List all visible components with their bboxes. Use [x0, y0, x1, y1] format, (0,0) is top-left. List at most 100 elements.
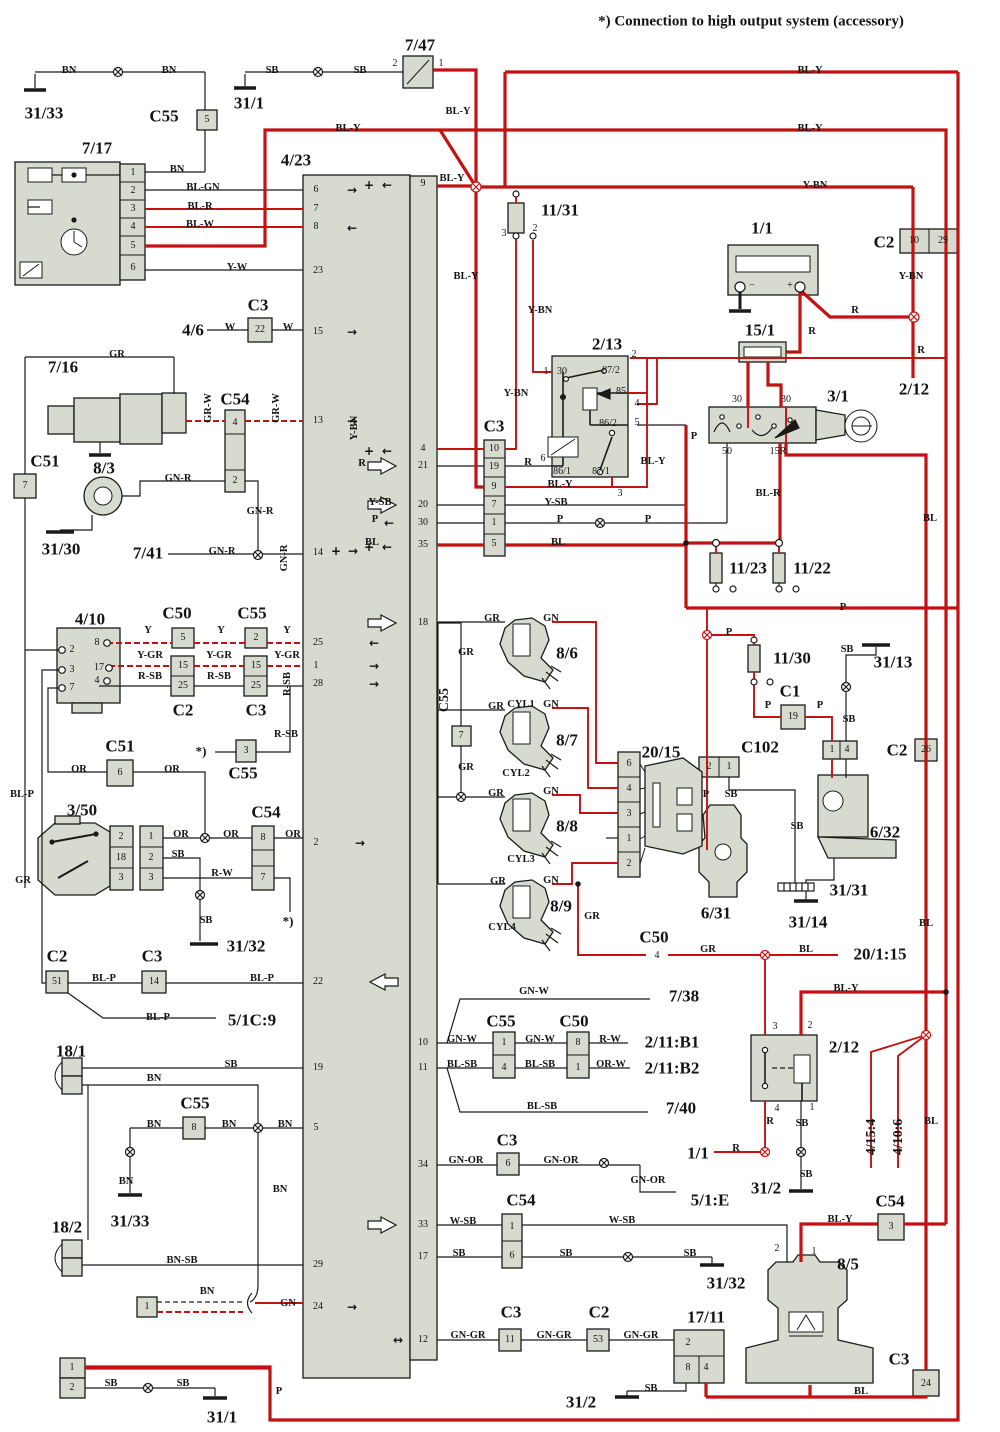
pin-number-3: 3	[69, 664, 75, 675]
pin-number-1: 1	[811, 1246, 817, 1257]
wire-label-w-sb: W-SB	[449, 1215, 477, 1227]
wires-red-dashed	[107, 420, 303, 1313]
wire-label-r: R	[766, 1115, 774, 1127]
wire-label-bl-gn: BL-GN	[186, 181, 220, 193]
pin-number-8: 8	[191, 1122, 197, 1133]
wire-label-r: R	[524, 456, 532, 468]
wire-label-sb: SB	[171, 848, 185, 860]
component-label-31-13: 31/13	[873, 652, 913, 672]
component-label-31-31: 31/31	[829, 880, 869, 900]
pin-number-10: 10	[909, 235, 919, 246]
pin-number-1: 1	[809, 1102, 815, 1113]
component-label-c3: C3	[245, 700, 267, 720]
wire-label-r-sb: R-SB	[138, 670, 162, 682]
component-label-11-23: 11/23	[729, 558, 767, 578]
component-label-2-12: 2/12	[898, 379, 930, 399]
pin-number-4: 4	[844, 744, 850, 755]
component-label-7-16: 7/16	[47, 357, 79, 377]
box-dividers	[22, 59, 930, 1383]
pin-number-4: 4	[626, 783, 632, 794]
pin-number-86-1: 86/1	[553, 466, 571, 477]
pin-number-2: 2	[130, 185, 136, 196]
wire-label-bl-sb: BL-SB	[446, 1058, 478, 1070]
wire-label-bl-p: BL-P	[250, 972, 274, 984]
component-label-c2: C2	[886, 740, 908, 760]
component-label-2-12: 2/12	[828, 1037, 860, 1057]
component-label-17-11: 17/11	[687, 1307, 725, 1327]
component-label-c3: C3	[496, 1130, 518, 1150]
pin-number-26: 26	[921, 744, 931, 755]
wire-label-or: OR	[164, 763, 180, 775]
wire-label-bl: BL	[918, 917, 934, 929]
pin-number-12: 12	[418, 1334, 428, 1345]
pin-number-2: 2	[69, 1382, 75, 1393]
component-label-7-47: 7/47	[404, 35, 436, 55]
direction-arrow-: ←	[381, 540, 393, 554]
direction-arrow-: →	[368, 677, 380, 691]
wire-label-gn-w: GN-W	[447, 1033, 477, 1045]
wire-label-sb: SB	[683, 1247, 697, 1259]
junction-dots	[49, 172, 949, 995]
pin-number-15: 15	[251, 660, 261, 671]
component-label-8-3: 8/3	[93, 458, 115, 478]
pin-number-2: 2	[706, 761, 712, 772]
wire-label-r-sb: R-SB	[207, 670, 231, 682]
wire-label-gn: GN	[543, 785, 559, 797]
wire-label-sb: SB	[265, 64, 279, 76]
pin-number-14: 14	[149, 976, 159, 987]
component-label-6-32: 6/32	[869, 822, 901, 842]
pin-number-3: 3	[626, 808, 632, 819]
pin-number-6: 6	[509, 1250, 515, 1261]
wire-label-gr: GR	[109, 348, 125, 360]
component-label-c51: C51	[105, 736, 135, 756]
wire-label-bl-p: BL-P	[10, 788, 34, 800]
pin-number-4: 4	[501, 1062, 507, 1073]
pin-number-2: 2	[118, 831, 124, 842]
wire-label-r-w: R-W	[599, 1033, 621, 1045]
pin-number-5: 5	[130, 240, 136, 251]
pin-number-1: 1	[829, 744, 835, 755]
pin-number-1: 1	[148, 831, 154, 842]
pin-number-2: 2	[631, 349, 637, 360]
wire-label-bn: BN	[272, 1183, 288, 1195]
pin-number-20: 20	[418, 499, 428, 510]
component-label-31-2: 31/2	[565, 1392, 597, 1412]
wire-label-cyl4: CYL4	[488, 921, 516, 933]
pin-number-3: 3	[130, 203, 136, 214]
component-label-4-15-4: 4/15:4	[864, 1118, 879, 1156]
wire-label-p: P	[275, 1385, 283, 1397]
pin-number-30: 30	[732, 394, 742, 405]
wire-label-or: OR	[173, 828, 189, 840]
pin-number-4: 4	[654, 950, 660, 961]
pin-number-13: 13	[313, 415, 323, 426]
pin-number-7: 7	[491, 499, 497, 510]
wire-label-bn-sb: BN-SB	[166, 1254, 198, 1266]
component-label-8-6: 8/6	[556, 643, 578, 663]
wire-label-w: W	[282, 321, 294, 333]
wire-label-sb: SB	[452, 1247, 466, 1259]
component-label-3-1: 3/1	[827, 386, 849, 406]
component-label-8-8: 8/8	[556, 816, 578, 836]
pin-number-30: 30	[557, 366, 567, 377]
wire-label-bn: BN	[146, 1118, 162, 1130]
pin-number-3: 3	[617, 488, 623, 499]
wire-label-cyl3: CYL3	[507, 853, 535, 865]
pin-number-29: 29	[938, 235, 948, 246]
direction-arrow-: →	[346, 1300, 358, 1314]
pin-number-7: 7	[69, 682, 75, 693]
pin-number-15: 15	[313, 326, 323, 337]
pin-number-24: 24	[921, 1378, 931, 1389]
pin-number-10: 10	[489, 443, 499, 454]
wire-label-bl-y: BL-Y	[797, 64, 823, 76]
wire-label-y-bn: Y-BN	[802, 179, 828, 191]
direction-arrow-: +	[363, 444, 375, 458]
pin-number-17: 17	[94, 662, 104, 673]
pin-number-2: 2	[232, 475, 238, 486]
note-marker-: *)	[282, 913, 294, 929]
pin-number-2: 2	[807, 1020, 813, 1031]
wire-label-gr: GR	[458, 646, 474, 658]
wire-label-bl-p: BL-P	[92, 972, 116, 984]
component-label-20-15: 20/15	[641, 742, 681, 762]
wire-label-bn: BN	[61, 64, 77, 76]
component-label-c54: C54	[506, 1190, 536, 1210]
